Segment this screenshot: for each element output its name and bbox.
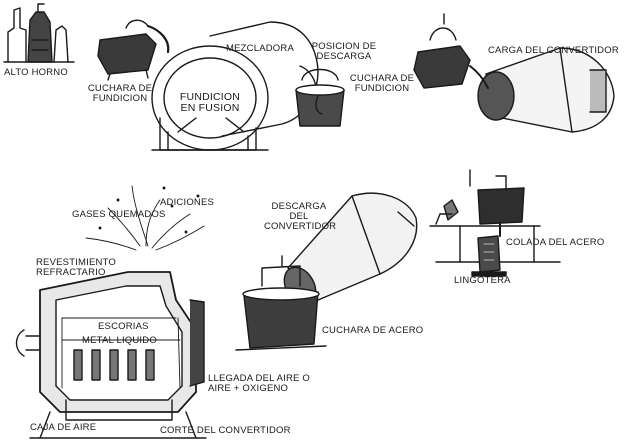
label-metal-liquido: METAL LIQUIDO (82, 335, 157, 346)
steel-ladle-icon (235, 255, 327, 351)
ladle-pouring-icon (97, 19, 170, 81)
converter-section-icon (15, 271, 207, 439)
label-cuchara-de-acero: CUCHARA DE ACERO (322, 325, 424, 336)
label-adiciones: ADICIONES (160, 197, 215, 208)
ingot-mould-icon (471, 235, 507, 277)
label-descarga-convertidor: DESCARGA DEL CONVERTIDOR (264, 201, 337, 232)
label-lingotera: LINGOTERA (454, 275, 511, 286)
blast-furnace-icon (3, 3, 75, 63)
label-gases-quemados: GASES QUEMADOS (72, 209, 166, 220)
label-caja-de-aire: CAJA DE AIRE (30, 422, 97, 433)
label-colada-acero: COLADA DEL ACERO (506, 237, 605, 248)
label-fundicion-en-fusion: FUNDICION EN FUSION (179, 91, 241, 114)
label-cuchara-fundicion-2: CUCHARA DE FUNDICION (349, 73, 415, 94)
mixer-drum-icon (151, 21, 319, 151)
label-alto-horno: ALTO HORNO (4, 67, 68, 78)
label-posicion-descarga: POSICION DE DESCARGA (311, 41, 377, 62)
label-llegada-aire: LLEGADA DEL AIRE O AIRE + OXIGENO (208, 373, 310, 394)
label-revestimiento-refractario: REVESTIMIENTO REFRACTARIO (36, 257, 117, 278)
gas-spray-icon (85, 185, 205, 251)
label-corte-convertidor: CORTE DEL CONVERTIDOR (160, 425, 291, 436)
receiving-ladle-icon (295, 68, 345, 127)
label-carga-convertidor: CARGA DEL CONVERTIDOR (488, 45, 619, 56)
label-escorias: ESCORIAS (98, 321, 149, 332)
label-cuchara-fundicion-1: CUCHARA DE FUNDICION (87, 83, 153, 104)
label-mezcladora: MEZCLADORA (226, 43, 294, 54)
converter-charging-icon (413, 13, 615, 133)
